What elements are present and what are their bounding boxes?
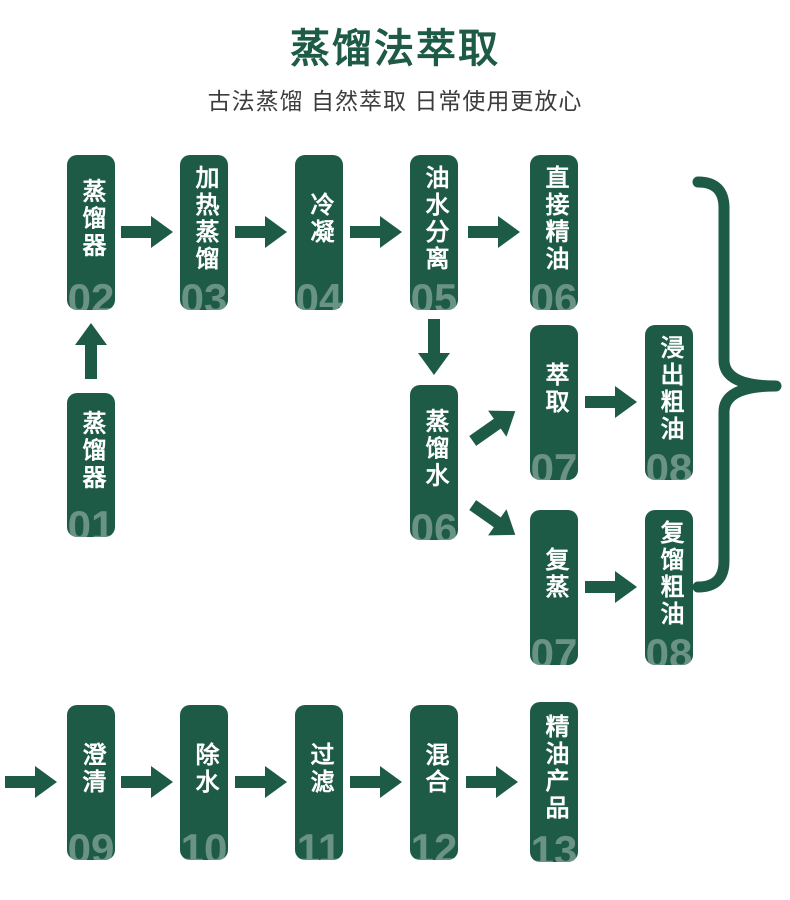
step-number: 07 — [530, 630, 578, 666]
step-number: 06 — [410, 505, 458, 541]
step-number: 02 — [67, 275, 115, 311]
step-box-13-essential-oil-product: 精油产品 13 — [530, 702, 578, 862]
step-label: 直接精油 — [541, 164, 568, 273]
step-box-09-clarify: 澄清 09 — [67, 705, 115, 860]
step-label: 冷凝 — [306, 191, 333, 246]
step-number: 06 — [530, 275, 578, 311]
step-box-11-filter: 过滤 11 — [295, 705, 343, 860]
step-number: 12 — [410, 825, 458, 861]
step-box-08-redistilled-crude-oil: 复馏粗油 08 — [645, 510, 693, 665]
step-label: 除水 — [191, 741, 218, 796]
step-box-05-oil-water-separation: 油水分离 05 — [410, 155, 458, 310]
arrow-right-icon — [121, 216, 173, 248]
arrow-right-icon — [235, 766, 287, 798]
arrow-right-icon — [350, 766, 402, 798]
step-label: 混合 — [421, 741, 448, 796]
step-label: 过滤 — [306, 741, 333, 796]
step-box-06-distilled-water: 蒸馏水 06 — [410, 385, 458, 540]
step-number: 08 — [645, 630, 693, 666]
step-box-03-heat-distill: 加热蒸馏 03 — [180, 155, 228, 310]
step-number: 01 — [67, 502, 115, 538]
step-label: 油水分离 — [421, 164, 448, 273]
step-number: 10 — [180, 825, 228, 861]
arrow-down-right-icon — [464, 492, 525, 548]
step-box-10-dewater: 除水 10 — [180, 705, 228, 860]
step-box-01-distiller: 蒸馏器 01 — [67, 393, 115, 537]
step-number: 13 — [530, 827, 578, 863]
arrow-right-icon — [585, 571, 637, 603]
step-box-06-direct-essential-oil: 直接精油 06 — [530, 155, 578, 310]
step-box-07-extract: 萃取 07 — [530, 325, 578, 480]
arrow-right-icon — [585, 386, 637, 418]
arrow-right-icon — [468, 216, 520, 248]
step-number: 03 — [180, 275, 228, 311]
step-label: 蒸馏器 — [78, 410, 105, 492]
step-number: 07 — [530, 445, 578, 481]
arrow-right-icon — [466, 766, 518, 798]
step-number: 05 — [410, 275, 458, 311]
step-label: 复馏粗油 — [656, 519, 683, 628]
step-label: 精油产品 — [541, 714, 568, 822]
page-title: 蒸馏法萃取 — [290, 27, 500, 71]
grouping-brace-icon — [692, 176, 782, 593]
step-label: 复蒸 — [541, 546, 568, 601]
arrow-right-icon — [350, 216, 402, 248]
step-label: 浸出粗油 — [656, 334, 683, 443]
step-number: 04 — [295, 275, 343, 311]
step-box-02-distiller: 蒸馏器 02 — [67, 155, 115, 310]
arrow-right-icon — [235, 216, 287, 248]
step-label: 萃取 — [541, 361, 568, 416]
step-box-04-condense: 冷凝 04 — [295, 155, 343, 310]
arrow-right-icon — [5, 766, 57, 798]
step-box-07-redistill: 复蒸 07 — [530, 510, 578, 665]
arrow-right-icon — [121, 766, 173, 798]
arrow-up-icon — [75, 323, 107, 379]
step-label: 澄清 — [78, 741, 105, 796]
step-number: 08 — [645, 445, 693, 481]
step-label: 蒸馏水 — [421, 408, 448, 489]
page-subtitle: 古法蒸馏 自然萃取 日常使用更放心 — [207, 88, 583, 114]
step-box-08-leached-crude-oil: 浸出粗油 08 — [645, 325, 693, 480]
step-label: 蒸馏器 — [78, 178, 105, 259]
step-number: 11 — [296, 825, 342, 861]
arrow-down-icon — [418, 319, 450, 375]
step-number: 09 — [67, 825, 115, 861]
step-label: 加热蒸馏 — [191, 164, 218, 273]
step-box-12-blend: 混合 12 — [410, 705, 458, 860]
arrow-up-right-icon — [464, 398, 525, 454]
